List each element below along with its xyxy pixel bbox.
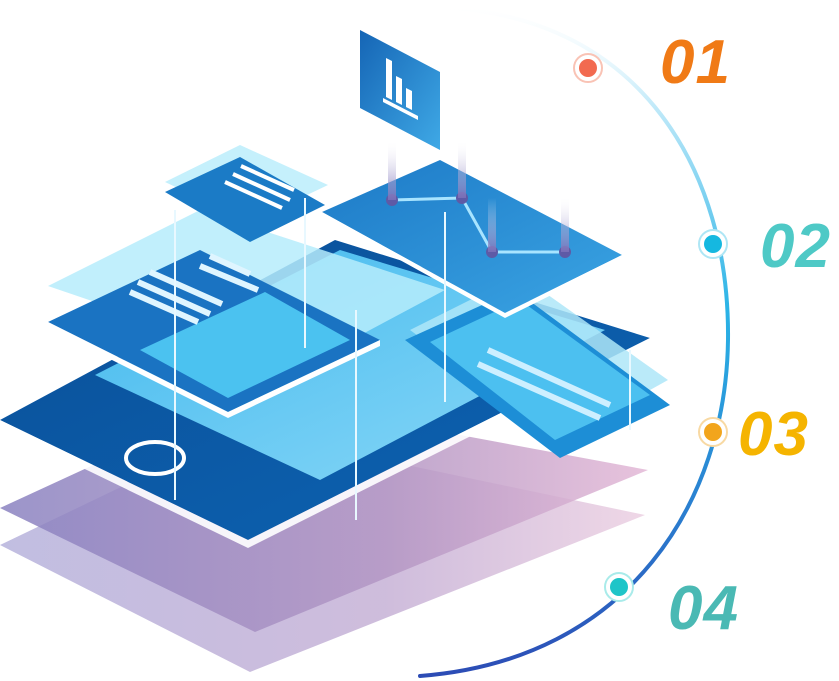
- left-blue-card-edge-right: [228, 340, 380, 418]
- small-doc-line-3: [240, 164, 295, 192]
- step-number-01: 01: [660, 28, 731, 97]
- step-number-04: 04: [668, 574, 739, 643]
- pillar-2: [458, 140, 466, 198]
- pillar-3: [488, 198, 496, 252]
- phone-body-edge: [0, 420, 248, 548]
- line-chart-plate-edge-right: [505, 255, 622, 318]
- pillar-1: [388, 140, 396, 200]
- step-dot-1-core: [579, 59, 597, 77]
- bar-chart-icon: [383, 58, 418, 120]
- left-card-line-5: [208, 253, 252, 277]
- left-card-line-3: [148, 269, 224, 307]
- right-sheet-line-1: [486, 347, 612, 408]
- step-number-03: 03: [738, 400, 809, 469]
- small-doc-line-1: [224, 180, 283, 210]
- right-sheet-line-2: [476, 361, 602, 421]
- small-doc-card: [165, 157, 325, 242]
- step-number-02: 02: [760, 212, 831, 281]
- line-chart-icon: [391, 196, 565, 254]
- step-dot-2-core: [704, 235, 722, 253]
- left-blue-card-inner: [140, 292, 350, 398]
- home-button-icon: [124, 440, 186, 476]
- step-dot-4-core: [610, 578, 628, 596]
- left-blue-card-edge: [48, 322, 228, 418]
- timeline-arc: [418, 6, 731, 678]
- step-dot-3-core: [704, 423, 722, 441]
- left-card-line-1: [128, 289, 200, 325]
- right-blue-sheet-panel: [430, 300, 650, 440]
- pillar-4: [561, 196, 569, 252]
- left-card-line-4: [198, 263, 260, 293]
- small-doc-line-2: [232, 172, 291, 202]
- line-chart-plate-edge: [322, 212, 505, 318]
